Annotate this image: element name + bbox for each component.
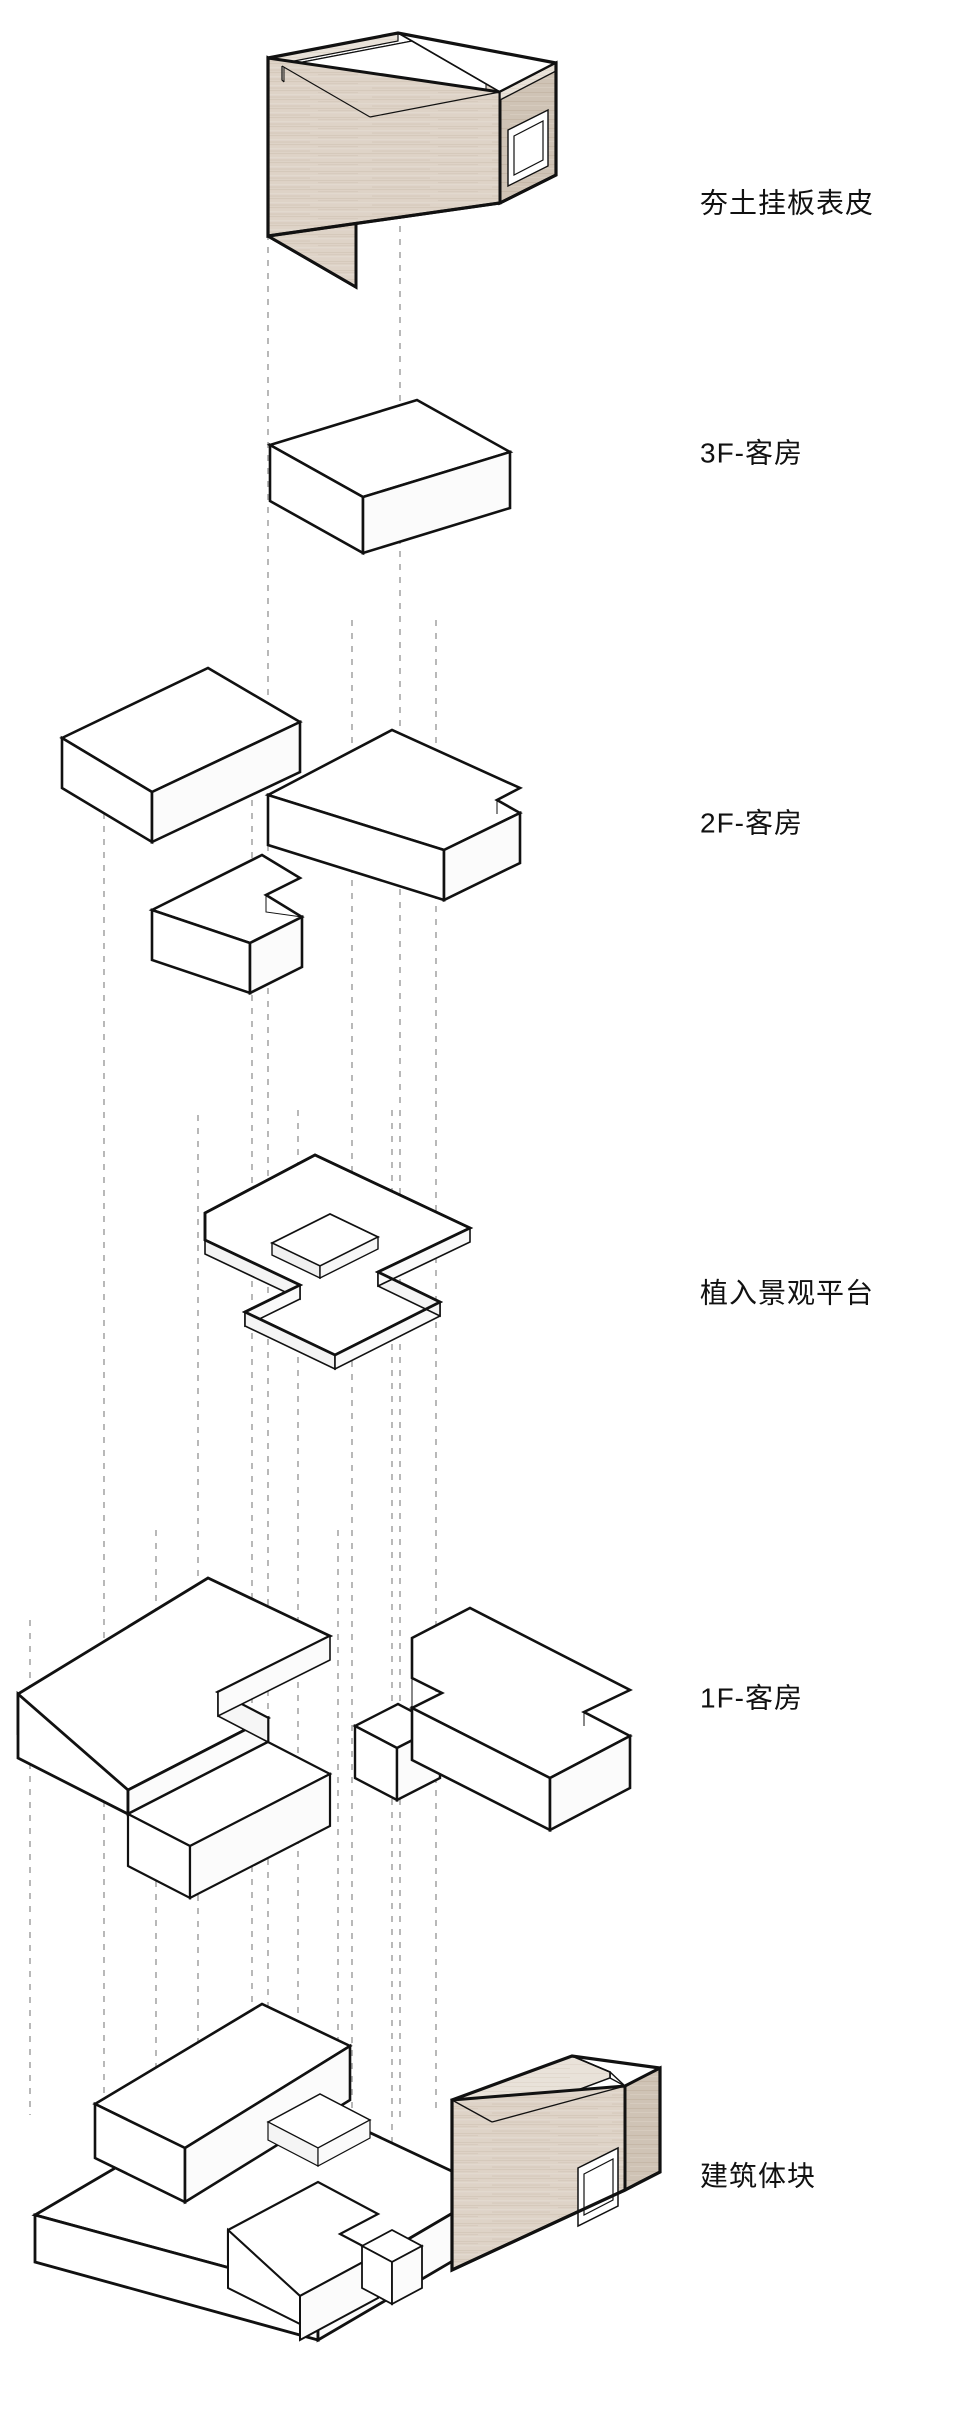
labels-group: 夯土挂板表皮 3F-客房 2F-客房 植入景观平台 1F-客房 建筑体块 <box>700 187 874 2191</box>
label-floor2: 2F-客房 <box>700 807 803 838</box>
layer-assembly-geometry <box>31 2002 662 2343</box>
label-skin: 夯土挂板表皮 <box>700 187 874 218</box>
layer-platform-geometry <box>203 1153 474 1371</box>
label-massing: 建筑体块 <box>700 2160 816 2191</box>
layer-3f-geometry <box>266 398 514 556</box>
layer-1f-geometry <box>16 1576 633 1900</box>
label-platform: 植入景观平台 <box>700 1277 874 1308</box>
label-floor3: 3F-客房 <box>700 437 803 468</box>
label-floor1: 1F-客房 <box>700 1682 803 1713</box>
layer-skin-geometry <box>266 31 558 290</box>
layer-2f-geometry <box>59 666 523 996</box>
